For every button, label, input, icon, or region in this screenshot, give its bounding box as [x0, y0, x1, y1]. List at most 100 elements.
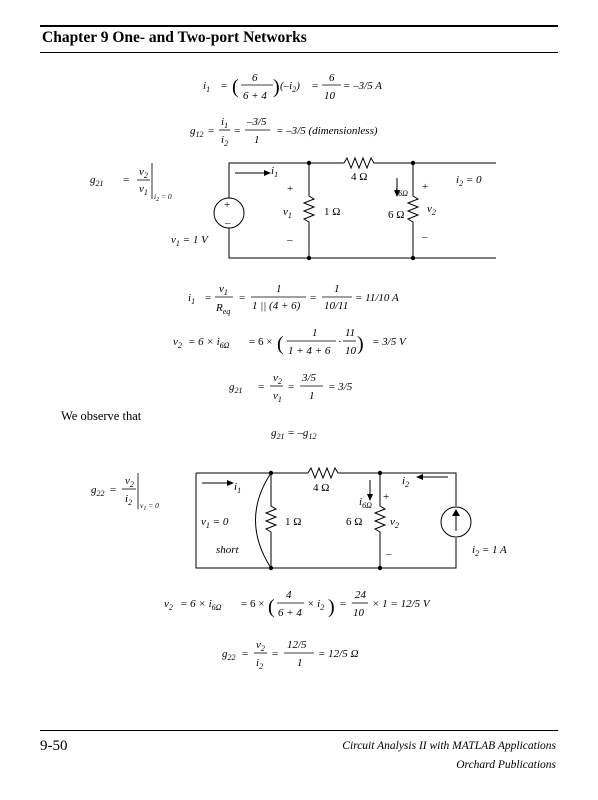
node-dot — [377, 565, 383, 571]
svg-text:=: = — [239, 292, 245, 304]
svg-text:6: 6 — [252, 72, 258, 84]
svg-text:i2: i2 — [402, 475, 409, 489]
svg-text:i1: i1 — [234, 481, 241, 495]
svg-text:i2 = 1 A: i2 = 1 A — [472, 544, 507, 558]
node-dot — [377, 470, 383, 476]
chapter-title: Chapter 9 One- and Two-port Networks — [42, 29, 307, 46]
svg-text:+: + — [383, 491, 389, 503]
svg-text:10: 10 — [345, 345, 357, 357]
svg-text:·: · — [338, 336, 342, 348]
svg-text:1 Ω: 1 Ω — [324, 206, 340, 218]
resistor-1ohm — [264, 473, 278, 568]
svg-text:i2: i2 — [221, 134, 228, 148]
svg-text:v1 = 0: v1 = 0 — [140, 501, 159, 512]
svg-text:): ) — [357, 333, 364, 355]
svg-text:i6Ω: i6Ω — [395, 184, 408, 198]
svg-text:i2: i2 — [256, 657, 263, 671]
svg-text:(: ( — [277, 333, 284, 355]
current-source-arrow-icon — [452, 509, 460, 516]
svg-text:= 6 ×: = 6 × — [241, 598, 264, 610]
equation-g21: g21 = v2 v1 = 3/5 1 = 3/5 — [229, 372, 353, 404]
svg-text:i2 = 0: i2 = 0 — [154, 192, 172, 203]
svg-text:10: 10 — [353, 607, 365, 619]
svg-text:=: = — [205, 292, 211, 304]
svg-text:1: 1 — [254, 134, 260, 146]
svg-text:v2: v2 — [256, 639, 265, 653]
resistor-4ohm — [307, 466, 340, 480]
svg-text:=: = — [234, 125, 240, 137]
svg-text:): ) — [328, 596, 335, 618]
svg-text:v1 = 0: v1 = 0 — [201, 516, 229, 530]
svg-text:6 Ω: 6 Ω — [388, 209, 404, 221]
svg-text:v1: v1 — [273, 390, 282, 404]
header-top-rule — [40, 25, 558, 27]
resistor-6ohm — [373, 473, 387, 568]
arrow-i6-icon — [367, 494, 373, 501]
svg-text:1: 1 — [297, 657, 303, 669]
equation-i1-req: i1 = v1 Req = 1 1 || (4 + 6) = 1 10/11 =… — [188, 283, 399, 316]
svg-text:–: – — [286, 234, 293, 246]
svg-text:v1 = 1 V: v1 = 1 V — [171, 234, 209, 248]
svg-text:(–i2): (–i2) — [280, 80, 300, 94]
svg-text:g21: g21 — [229, 381, 243, 395]
node-dot — [410, 160, 416, 166]
svg-text:× 1 = 12/5 V: × 1 = 12/5 V — [372, 598, 431, 610]
svg-text:=: = — [312, 80, 318, 92]
svg-text:i1: i1 — [203, 80, 210, 94]
svg-text:1 Ω: 1 Ω — [285, 516, 301, 528]
svg-text:1: 1 — [276, 283, 282, 295]
svg-text:= 3/5 V: = 3/5 V — [372, 336, 407, 348]
svg-text:10/11: 10/11 — [324, 300, 348, 312]
svg-text:=: = — [310, 292, 316, 304]
svg-text:short: short — [216, 544, 240, 556]
svg-text:3/5: 3/5 — [301, 372, 317, 384]
svg-text:=: = — [110, 484, 116, 496]
arrow-i6-icon — [394, 190, 400, 197]
node-dot — [268, 470, 274, 476]
svg-text:10: 10 — [324, 90, 336, 102]
book-title: Circuit Analysis II with MATLAB Applicat… — [342, 740, 556, 752]
svg-text:g21 = –g12: g21 = –g12 — [271, 427, 316, 441]
svg-text:6 Ω: 6 Ω — [346, 516, 362, 528]
svg-text:v2: v2 — [125, 475, 134, 489]
svg-text:g22: g22 — [222, 648, 236, 662]
svg-text:i2 = 0: i2 = 0 — [456, 174, 482, 188]
svg-text:× i2: × i2 — [307, 598, 324, 612]
svg-text:+: + — [422, 181, 428, 193]
equation-g22-definition: g22 = v2 i2 v1 = 0 — [91, 473, 159, 512]
svg-text:i2: i2 — [125, 493, 132, 507]
resistor-4ohm — [343, 156, 376, 170]
svg-text:i6Ω: i6Ω — [359, 496, 372, 510]
arrow-i2-icon — [416, 474, 423, 480]
svg-text:= 11/10 A: = 11/10 A — [355, 292, 399, 304]
svg-text:v2: v2 — [390, 516, 399, 530]
svg-text:=: = — [288, 381, 294, 393]
svg-text:): ) — [273, 76, 280, 98]
short-circuit-wire — [255, 472, 272, 569]
footer-rule — [40, 730, 558, 731]
equation-g21-definition: g21 = v2 v1 i2 = 0 — [90, 163, 172, 203]
svg-text:=: = — [208, 125, 214, 137]
svg-text:1 || (4 + 6): 1 || (4 + 6) — [252, 300, 301, 312]
svg-text:1: 1 — [334, 283, 340, 295]
svg-text:v1: v1 — [219, 283, 228, 297]
svg-text:g22: g22 — [91, 484, 105, 498]
arrow-i1-icon — [227, 480, 234, 486]
svg-text:6 + 4: 6 + 4 — [243, 90, 267, 102]
svg-text:1: 1 — [309, 390, 315, 402]
svg-text:6 + 4: 6 + 4 — [278, 607, 302, 619]
node-dot — [306, 160, 312, 166]
svg-text:(: ( — [232, 76, 239, 98]
svg-text:–3/5: –3/5 — [246, 116, 267, 128]
svg-text:v2: v2 — [173, 336, 182, 350]
svg-text:–: – — [421, 231, 428, 243]
svg-text:+: + — [287, 183, 293, 195]
svg-text:6: 6 — [329, 72, 335, 84]
svg-text:i1: i1 — [188, 292, 195, 306]
page-number: 9-50 — [40, 738, 68, 754]
svg-text:1: 1 — [312, 327, 318, 339]
svg-text:i1: i1 — [271, 165, 278, 179]
svg-text:=: = — [272, 648, 278, 660]
svg-text:=: = — [242, 648, 248, 660]
